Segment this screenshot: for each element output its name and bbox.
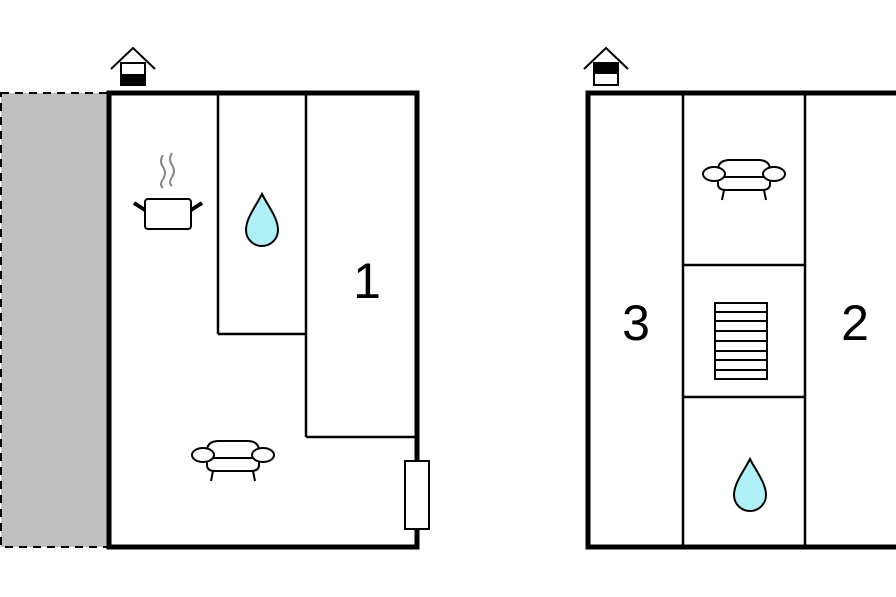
annex-area: [0, 92, 110, 548]
room-label-2: 2: [841, 295, 869, 351]
stairs-icon: [714, 302, 768, 380]
kitchen-pot-icon: [132, 152, 204, 230]
window-icon: [404, 460, 430, 530]
room-label-1: 1: [353, 253, 381, 309]
house-ground-floor-icon: [110, 46, 156, 86]
ground-floor-plan: 1: [0, 46, 430, 550]
interior-walls: [216, 93, 417, 439]
outer-wall: [106, 90, 420, 550]
upper-floor-plan: 3 2: [583, 46, 896, 550]
room-label-3: 3: [622, 295, 650, 351]
interior-walls: [681, 93, 807, 547]
house-upper-floor-icon: [583, 46, 629, 86]
